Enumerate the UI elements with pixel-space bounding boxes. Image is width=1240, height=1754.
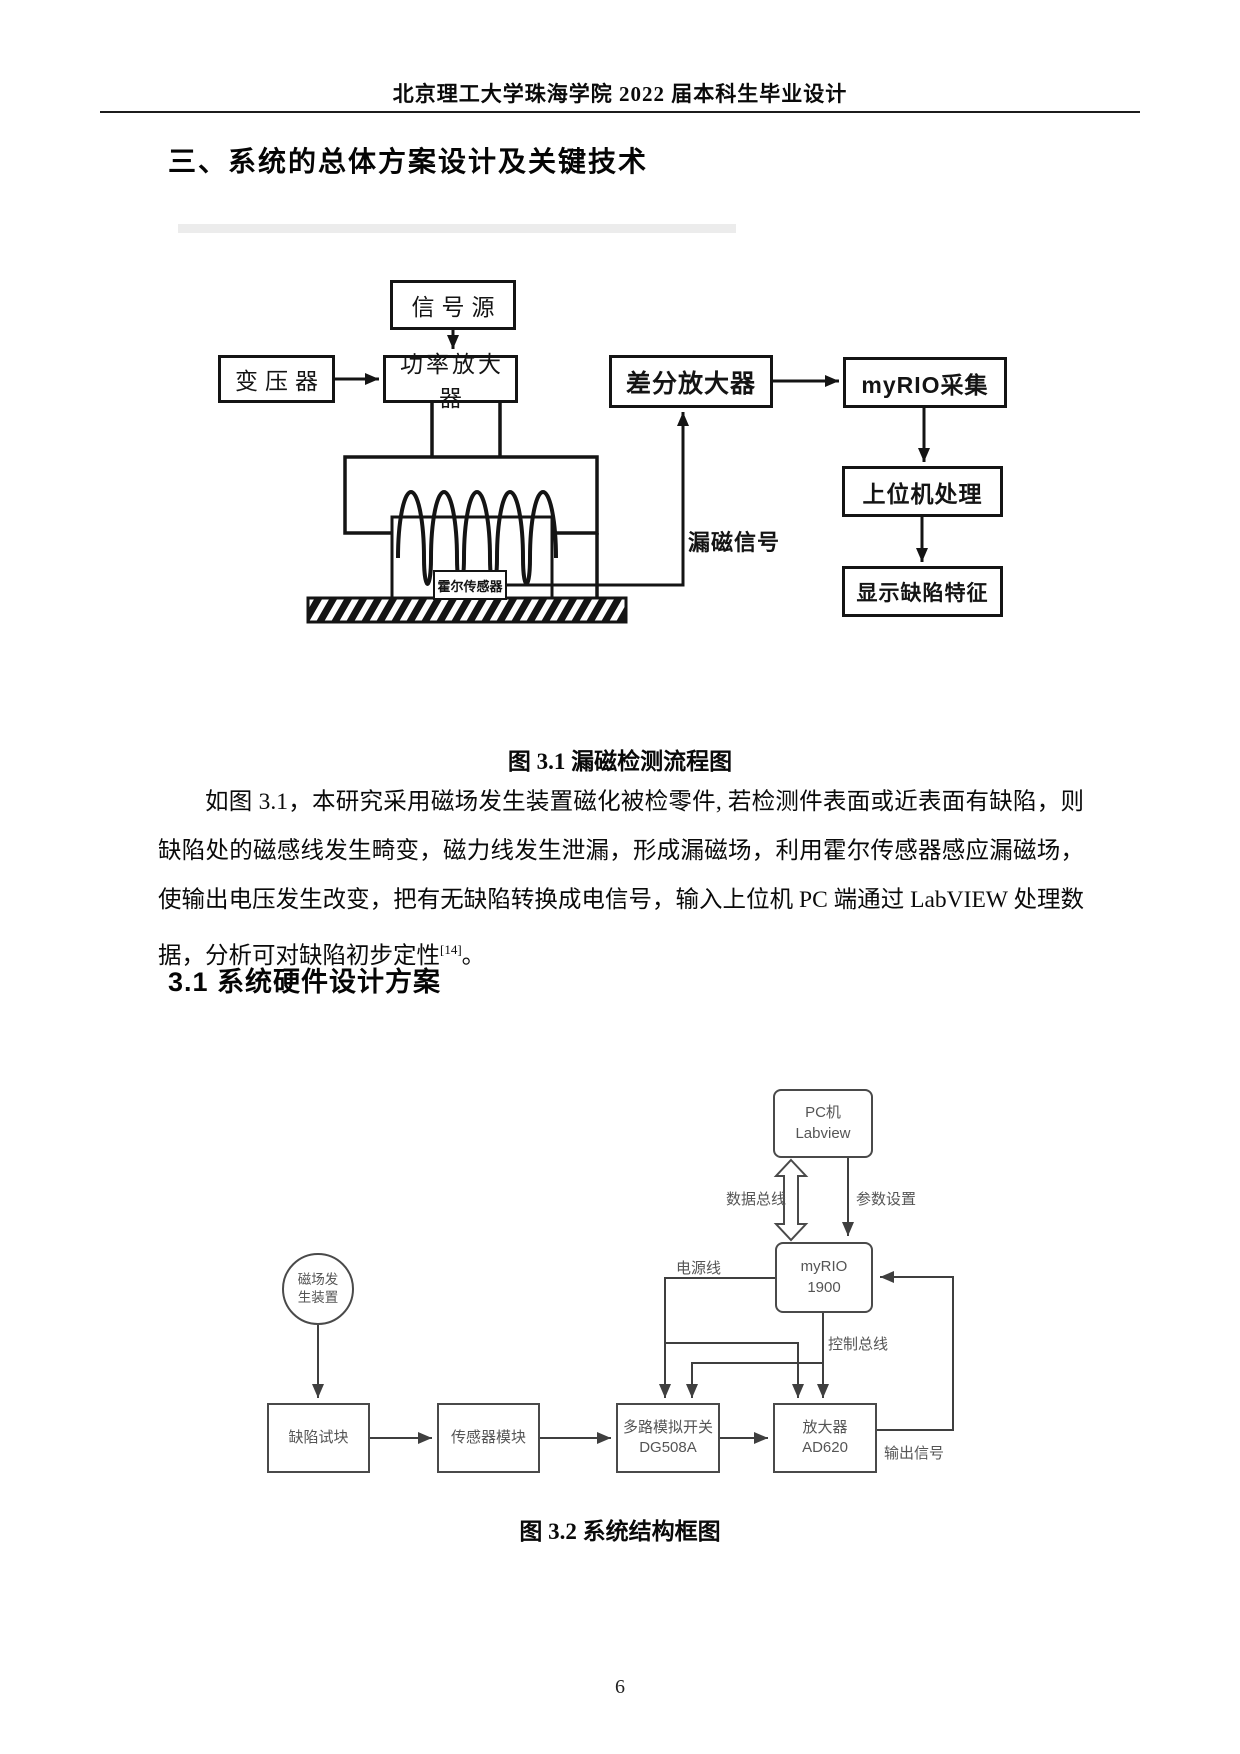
fig2-amplifier-line2: AD620: [802, 1439, 848, 1456]
fig2-pc-line2: Labview: [795, 1124, 851, 1142]
control-bus-to-mux: [686, 1362, 823, 1398]
paragraph-period: 。: [461, 942, 486, 969]
figure1-caption: 图 3.1 漏磁检测流程图: [507, 749, 733, 774]
test-specimen-bar: [306, 596, 628, 624]
fig2-box-sensor-module: 传感器模块: [437, 1403, 540, 1473]
fig2-box-defect-block: 缺陷试块: [267, 1403, 370, 1473]
fig2-box-myrio: myRIO 1900: [775, 1242, 873, 1313]
citation-ref: [14]: [440, 942, 462, 957]
header-rule: [100, 111, 1140, 113]
fig1-box-diff-amplifier: 差分放大器: [609, 355, 773, 408]
fig2-power-line-label: 电源线: [676, 1260, 722, 1277]
power-line-to-mux: [659, 1277, 775, 1398]
fig1-signal-source-label: 信号源: [411, 295, 502, 320]
yoke-outline: [343, 455, 599, 535]
figure2-caption: 图 3.2 系统结构框图: [519, 1519, 721, 1544]
output-signal-feedback-line: [877, 1271, 954, 1431]
fig2-circle-field-generator: 磁场发 生装置: [282, 1253, 354, 1325]
fig2-pc-line1: PC机: [805, 1104, 841, 1122]
fig2-data-bus-label: 数据总线: [726, 1191, 787, 1208]
subsection-heading: 3.1 系统硬件设计方案: [168, 967, 442, 997]
fig2-myrio-line1: myRIO: [800, 1258, 848, 1276]
fig1-box-host-processing: 上位机处理: [842, 466, 1003, 517]
fig1-box-myrio-capture: myRIO采集: [843, 357, 1007, 408]
arrow-leakage-to-diffamp: [507, 412, 689, 587]
fig1-box-transformer: 变压器: [218, 355, 335, 403]
fig2-mux-line2: DG508A: [639, 1439, 697, 1456]
fig1-box-display-defect: 显示缺陷特征: [842, 566, 1003, 617]
fig2-box-pc: PC机 Labview: [773, 1089, 873, 1158]
page-header: 北京理工大学珠海学院 2022 届本科生毕业设计: [392, 82, 848, 106]
fig2-param-set-label: 参数设置: [856, 1191, 917, 1208]
fig2-output-signal-label: 输出信号: [884, 1445, 945, 1462]
fig2-amplifier-line1: 放大器: [802, 1418, 848, 1436]
scan-artifact-band: [178, 224, 736, 233]
fig1-power-amplifier-label: 功率放大器: [400, 352, 504, 411]
power-line-to-amplifier: [665, 1342, 804, 1398]
fig1-leakage-signal-label: 漏磁信号: [688, 530, 781, 555]
fig1-box-signal-source: 信号源: [390, 280, 516, 330]
section-heading: 三、系统的总体方案设计及关键技术: [168, 146, 649, 177]
fig2-sensor-module-label: 传感器模块: [450, 1428, 526, 1446]
fig1-myrio-capture-label: myRIO采集: [861, 371, 989, 398]
fig1-host-processing-label: 上位机处理: [862, 480, 983, 507]
fig2-box-mux: 多路模拟开关 DG508A: [616, 1403, 720, 1473]
fig2-box-amplifier: 放大器 AD620: [773, 1403, 877, 1473]
fig2-myrio-line2: 1900: [807, 1278, 841, 1296]
page-number: 6: [615, 1676, 625, 1698]
fig2-control-bus-label: 控制总线: [828, 1336, 889, 1353]
fig2-generator-line2: 生装置: [297, 1290, 339, 1305]
fig1-transformer-label: 变压器: [235, 369, 325, 394]
fig1-box-power-amplifier: 功率放大器: [383, 352, 518, 411]
body-paragraph: 如图 3.1，本研究采用磁场发生装置磁化被检零件, 若检测件表面或近表面有缺陷，…: [158, 778, 1084, 981]
fig1-hall-sensor-label: 霍尔传感器: [437, 578, 503, 594]
fig1-box-hall-sensor: 霍尔传感器: [433, 570, 507, 600]
paragraph-text: 如图 3.1，本研究采用磁场发生装置磁化被检零件, 若检测件表面或近表面有缺陷，…: [158, 789, 1084, 969]
fig2-generator-line1: 磁场发: [297, 1271, 339, 1287]
fig2-defect-block-label: 缺陷试块: [288, 1428, 349, 1446]
fig1-display-defect-label: 显示缺陷特征: [856, 581, 989, 605]
fig1-diff-amplifier-label: 差分放大器: [625, 369, 756, 398]
fig2-mux-line1: 多路模拟开关: [622, 1418, 713, 1436]
